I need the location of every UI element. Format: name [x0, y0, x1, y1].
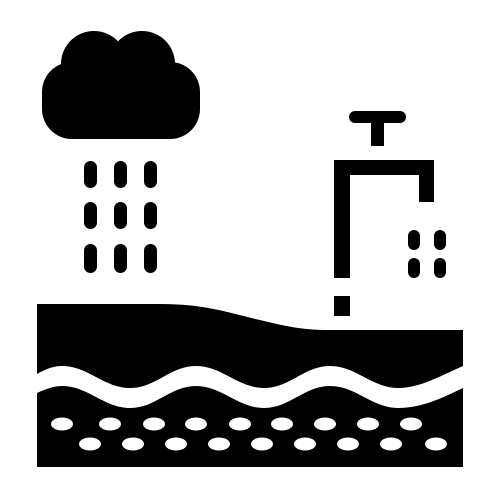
aquifer-pebbles [51, 417, 447, 451]
ground-surface [37, 304, 463, 388]
tap-drops-icon [408, 230, 446, 278]
cloud-icon [42, 31, 200, 139]
water-tap-icon [334, 111, 434, 316]
raindrops-icon [84, 161, 157, 273]
